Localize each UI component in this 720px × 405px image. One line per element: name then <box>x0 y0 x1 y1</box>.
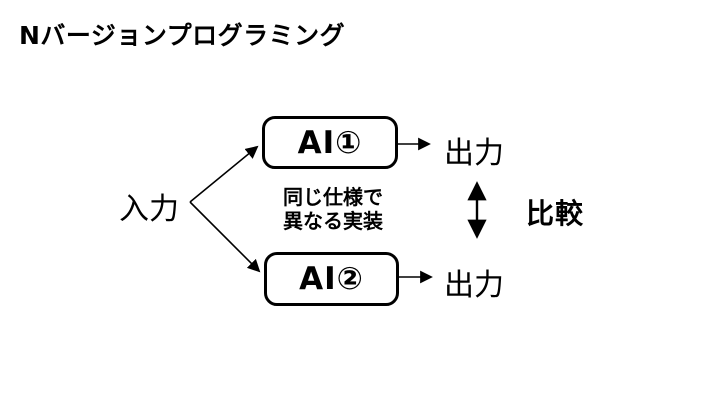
ai2-box-label: AI② <box>299 261 364 297</box>
input-label: 入力 <box>119 192 179 227</box>
compare-label: 比較 <box>526 197 585 230</box>
ai1-box: AI① <box>262 116 398 169</box>
branch-arrow-top-icon <box>189 145 259 203</box>
branch-arrow-bottom-icon <box>189 201 261 273</box>
ai1-box-label: AI① <box>297 124 363 161</box>
ai2-box: AI② <box>264 252 399 306</box>
page-title: Nバージョンプログラミング <box>19 21 346 50</box>
output-label-top: 出力 <box>444 136 504 171</box>
output-label-bottom: 出力 <box>444 268 504 303</box>
note-same-spec: 同じ仕様で 異なる実装 <box>272 185 394 233</box>
note-line2: 異なる実装 <box>283 209 383 233</box>
note-line1: 同じ仕様で <box>283 185 383 209</box>
